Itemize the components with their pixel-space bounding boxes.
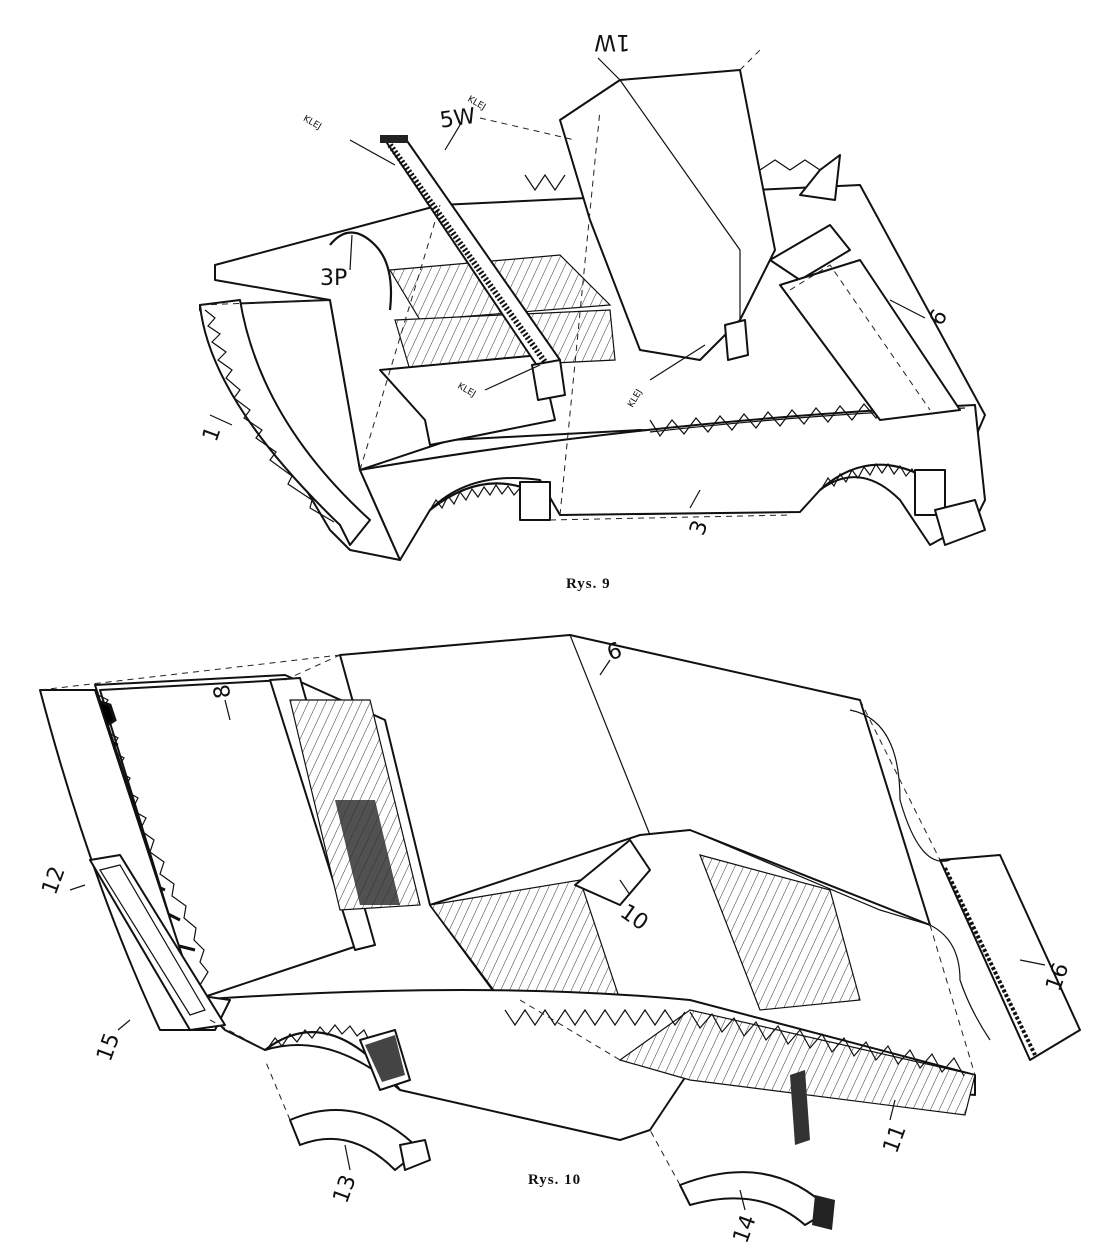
fig9-label-3: 3 (685, 517, 713, 539)
figure-10: 9 8 12 10 16 15 13 14 11 Rys. 10 (38, 634, 1081, 1247)
fig9-glue-1: KLEJ (301, 114, 323, 132)
fig9-label-3p: 3P (320, 266, 347, 291)
fig9-wheel-tab-front (519, 481, 551, 521)
fig9-right-inner (779, 259, 961, 421)
fig9-3p-cutout (329, 231, 393, 311)
fig10-arch-14 (679, 1171, 831, 1226)
fig10-bumper-16 (939, 854, 1081, 1061)
fig9-label-1w: 1W (594, 29, 630, 54)
fig10-label-11: 11 (879, 1122, 912, 1157)
figure-9: 1W 5W 3P 6 1 3 KLEJ KLEJ KLEJ KLEJ Rys. … (198, 29, 986, 592)
fig9-inner-mid (394, 309, 616, 371)
fig9-left-end (199, 299, 371, 546)
fig9-label-5w: 5W (438, 104, 477, 134)
fig10-cover-12 (39, 689, 231, 1031)
fig9-rear-corner (934, 499, 986, 546)
fig10-arch-13 (289, 1109, 421, 1171)
fig10-label-14: 14 (729, 1212, 762, 1244)
fig9-wheel-tab-rear (914, 469, 946, 516)
fig10-label-13: 13 (329, 1172, 362, 1207)
fig10-label-8: 8 (210, 682, 237, 700)
fig9-strip-base (531, 359, 566, 401)
fig9-windshield-tab (724, 319, 749, 361)
fig10-lower-side (194, 989, 976, 1141)
fig9-front-side (359, 404, 986, 561)
fig10-part-10 (574, 839, 651, 906)
fig10-arch-13-tab (399, 1139, 431, 1171)
fig9-rear-block (769, 224, 851, 281)
fig9-caption: Rys. 9 (566, 576, 611, 592)
fig10-label-15: 15 (92, 1030, 125, 1065)
fig10-floor-11 (618, 1009, 976, 1116)
fig9-rear-tab (799, 154, 841, 201)
fig9-label-1: 1 (198, 423, 226, 445)
fig10-label-12: 12 (38, 863, 71, 898)
fig10-caption: Rys. 10 (528, 1172, 581, 1188)
fig10-rear-tab (790, 1070, 810, 1145)
fig10-inner-right (699, 854, 861, 1011)
